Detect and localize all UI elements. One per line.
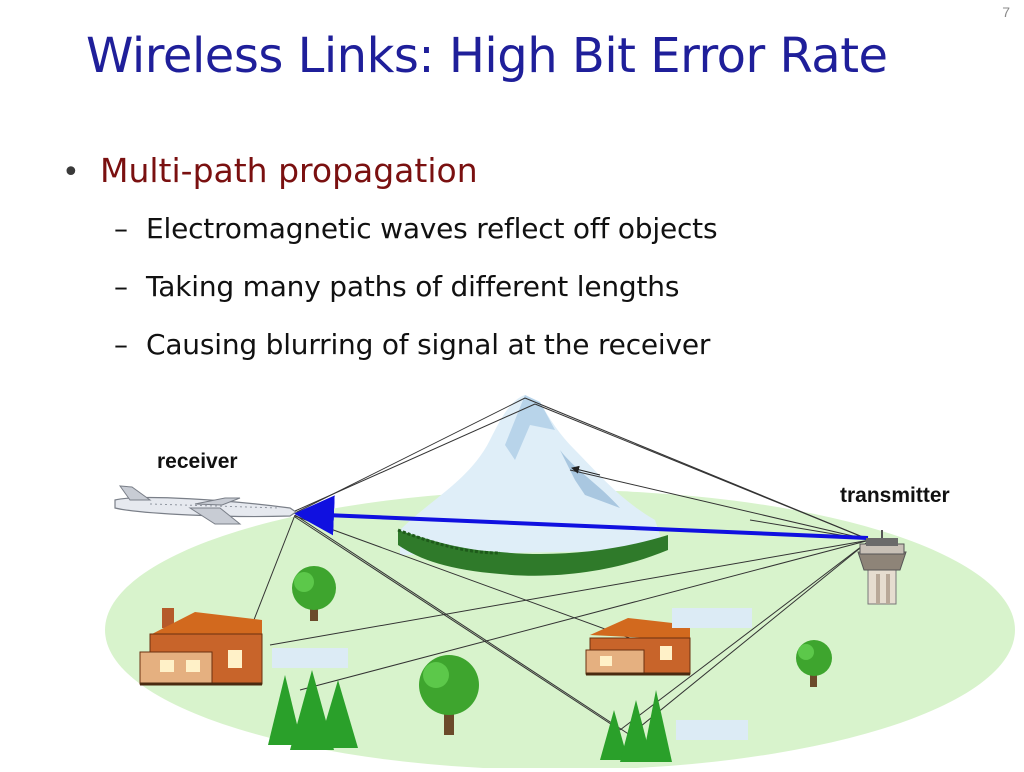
dash-icon: – xyxy=(114,212,128,245)
direct-path-arrow xyxy=(294,495,869,540)
dash-icon: – xyxy=(114,270,128,303)
bullet-multipath: •Multi-path propagation –Electromagnetic… xyxy=(62,148,718,374)
sub-item-reflect: –Electromagnetic waves reflect off objec… xyxy=(114,200,718,258)
dash-icon: – xyxy=(114,328,128,361)
house-left-icon xyxy=(139,608,263,686)
tower-icon xyxy=(857,530,907,605)
multipath-diagram: receiver transmitter xyxy=(0,390,1024,770)
conifer-trees-icon xyxy=(600,690,672,762)
sub-item-text: Electromagnetic waves reflect off object… xyxy=(146,212,718,245)
sub-item-text: Causing blurring of signal at the receiv… xyxy=(146,328,711,361)
placeholder-box xyxy=(676,720,748,740)
round-tree-icon xyxy=(419,655,479,735)
sub-item-text: Taking many paths of different lengths xyxy=(146,270,680,303)
house-right-icon xyxy=(585,618,691,676)
reflection-paths xyxy=(249,397,871,736)
round-tree-icon xyxy=(292,566,336,621)
placeholder-box xyxy=(672,608,752,628)
bullet-dot-icon: • xyxy=(62,155,80,190)
receiver-label: receiver xyxy=(157,450,238,473)
conifer-trees-icon xyxy=(268,670,358,750)
multipath-illustration xyxy=(105,395,1015,770)
page-number: 7 xyxy=(1002,4,1010,20)
bullet-list: •Multi-path propagation –Electromagnetic… xyxy=(62,148,718,374)
airplane-icon xyxy=(114,485,298,525)
sub-bullet-list: –Electromagnetic waves reflect off objec… xyxy=(62,200,718,374)
slide-title: Wireless Links: High Bit Error Rate xyxy=(86,28,888,84)
sub-item-blurring: –Causing blurring of signal at the recei… xyxy=(114,316,717,374)
reflection-arrow xyxy=(571,465,601,476)
mountain-icon xyxy=(397,395,668,576)
placeholder-box xyxy=(272,648,348,668)
round-tree-icon xyxy=(796,640,832,687)
bullet-main-text: Multi-path propagation xyxy=(100,151,478,190)
sub-item-paths: –Taking many paths of different lengths xyxy=(114,258,717,316)
transmitter-label: transmitter xyxy=(840,484,950,507)
